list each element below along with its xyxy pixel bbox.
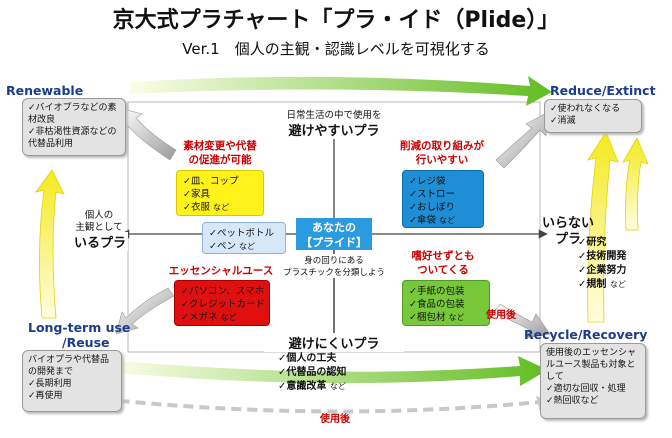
q-tr-heading-1: 削減の取り組みが: [400, 140, 484, 152]
axis-right-big-1: いらない: [541, 216, 594, 231]
q-bl-item-2: クレジットカード: [181, 298, 265, 311]
reduce-item-1: 使われなくなる: [550, 103, 636, 115]
right-actions-suffix: など: [609, 280, 626, 289]
q-tr-item-2: ストロー: [409, 188, 477, 201]
q-tl-item-3-text: 衣服: [190, 202, 210, 213]
center-desc-1: 身の回りにある: [270, 254, 398, 266]
axis-right-big-2: プラ: [554, 232, 581, 247]
renewable-item-1: バイオプラなどの素材改良: [28, 102, 120, 126]
q-br-box: 手紙の包装 食品の包装 梱包材 など: [402, 280, 490, 326]
q-ml-item-1: ペットボトル: [209, 227, 279, 240]
longterm-title-line2: /Reuse: [62, 335, 110, 350]
q-br-item-2: 食品の包装: [409, 298, 483, 311]
q-tl-item-3: 衣服 など: [183, 201, 257, 214]
q-tr-item-4: 傘袋 など: [409, 214, 477, 227]
q-bl-item-1: パソコン、スマホ: [181, 285, 264, 298]
longterm-item-2: 再使用: [28, 390, 116, 402]
q-br-suffix: など: [448, 313, 465, 322]
q-tl-heading-1: 素材変更や代替: [183, 140, 257, 152]
axis-left-small-2: 主観として: [75, 222, 123, 233]
center-highlight: [296, 218, 372, 250]
reduce-box: 使われなくなる 消滅: [544, 99, 642, 133]
reduce-title: Reduce/Extinct: [550, 83, 656, 98]
q-tr-suffix: など: [439, 216, 456, 225]
top-green-arrow: [130, 76, 552, 106]
center-desc-2: プラスチックを分類しよう: [270, 266, 398, 278]
q-ml-item-2: ペン など: [209, 240, 279, 253]
right-actions: 研究 技術開発 企業努力 規制 など: [578, 236, 626, 292]
renewable-item-2: 非枯渇性資源などの代替品利用: [28, 126, 120, 150]
q-tr-item-3: おしぼり: [409, 201, 477, 214]
right-yellow-arrow-2: [622, 137, 649, 231]
q-tr-box: レジ袋 ストロー おしぼり 傘袋 など: [402, 170, 484, 228]
recycle-box: 使用後のエッセンシャルユース製品も対象として 適切な回収・処理 熱回収など: [540, 343, 646, 419]
recycle-item-1: 適切な回収・処理: [546, 383, 640, 395]
axis-left-small-1: 個人の: [84, 210, 114, 221]
right-action-4-text: 規制: [586, 279, 607, 290]
after-use-right: 使用後: [486, 310, 516, 321]
q-tr-item-1: レジ袋: [409, 175, 477, 188]
q-bl-heading: エッセンシャルユース: [168, 265, 274, 277]
q-ml-item-2-text: ペン: [216, 241, 236, 252]
reduce-item-2: 消滅: [550, 115, 636, 127]
bottom-action-3: 意識改革 など: [278, 380, 346, 394]
right-action-3: 企業努力: [578, 264, 626, 278]
q-tl-item-2: 家具: [183, 188, 257, 201]
q-tr-item-4-text: 傘袋: [416, 215, 436, 226]
q-bl-box: パソコン、スマホ クレジットカード メガネ など: [174, 280, 270, 326]
center-label-line1: あなたの: [312, 221, 356, 234]
renewable-title: Renewable: [6, 83, 84, 98]
q-br-heading-1: 嗜好せずとも: [411, 250, 475, 262]
bottom-actions: 個人の工夫 代替品の認知 意識改革 など: [278, 352, 346, 394]
bottom-action-1: 個人の工夫: [278, 352, 346, 366]
gray-arrow-bl: [115, 287, 175, 335]
axis-left-big: いるプラ: [72, 232, 128, 251]
q-tl-item-1: 皿、コップ: [183, 175, 257, 188]
axis-top-big: 避けやすいプラ: [264, 120, 404, 139]
recycle-item-2: 熱回収など: [546, 395, 640, 407]
q-tr-heading-2: 行いやすい: [415, 154, 469, 166]
center-label-line2: 【プライド】: [301, 236, 367, 249]
longterm-item-1: 長期利用: [28, 378, 116, 390]
q-ml-box: ペットボトル ペン など: [202, 222, 286, 254]
q-tl-suffix: など: [213, 203, 230, 212]
bottom-green-arrow: [110, 356, 548, 386]
left-yellow-arrow: [35, 169, 65, 319]
bottom-action-2: 代替品の認知: [278, 366, 346, 380]
q-tl-box: 皿、コップ 家具 衣服 など: [176, 170, 264, 216]
renewable-box: バイオプラなどの素材改良 非枯渇性資源などの代替品利用: [22, 98, 126, 156]
q-bl-item-3: メガネ など: [181, 311, 263, 324]
gray-arrow-br: [493, 303, 551, 339]
q-ml-suffix: など: [239, 242, 256, 251]
bottom-action-3-text: 意識改革: [286, 381, 327, 392]
page-subtitle: Ver.1 個人の主観・認識レベルを可視化する: [182, 40, 490, 58]
after-use-bottom: 使用後: [320, 414, 350, 425]
longterm-box: バイオプラや代替品の開発まで 長期利用 再使用: [22, 350, 122, 412]
right-action-1: 研究: [578, 236, 626, 250]
q-tl-heading-2: の促進が可能: [188, 154, 252, 166]
page-title: 京大式プラチャート「プラ・イド（Plide）」: [112, 8, 560, 33]
longterm-intro: バイオプラや代替品の開発まで: [28, 355, 110, 377]
q-bl-suffix: など: [220, 313, 237, 322]
q-br-item-3: 梱包材 など: [409, 311, 483, 324]
recycle-title: Recycle/Recovery: [524, 327, 648, 342]
right-action-4: 規制 など: [578, 278, 626, 292]
longterm-title-line1: Long-term use: [28, 320, 131, 335]
axis-top-small: 日常生活の中で使用を: [264, 107, 404, 121]
axis-bottom-big: 避けにくいプラ: [264, 333, 404, 352]
q-br-item-3-text: 梱包材: [416, 312, 446, 323]
q-br-item-1: 手紙の包装: [409, 285, 483, 298]
recycle-intro: 使用後のエッセンシャルユース製品も対象として: [546, 348, 637, 382]
q-br-heading-2: ついてくる: [417, 264, 469, 276]
bottom-actions-suffix: など: [329, 382, 346, 391]
q-bl-item-3-text: メガネ: [188, 312, 218, 323]
right-action-2: 技術開発: [578, 250, 626, 264]
gray-arrow-tl: [119, 107, 177, 161]
